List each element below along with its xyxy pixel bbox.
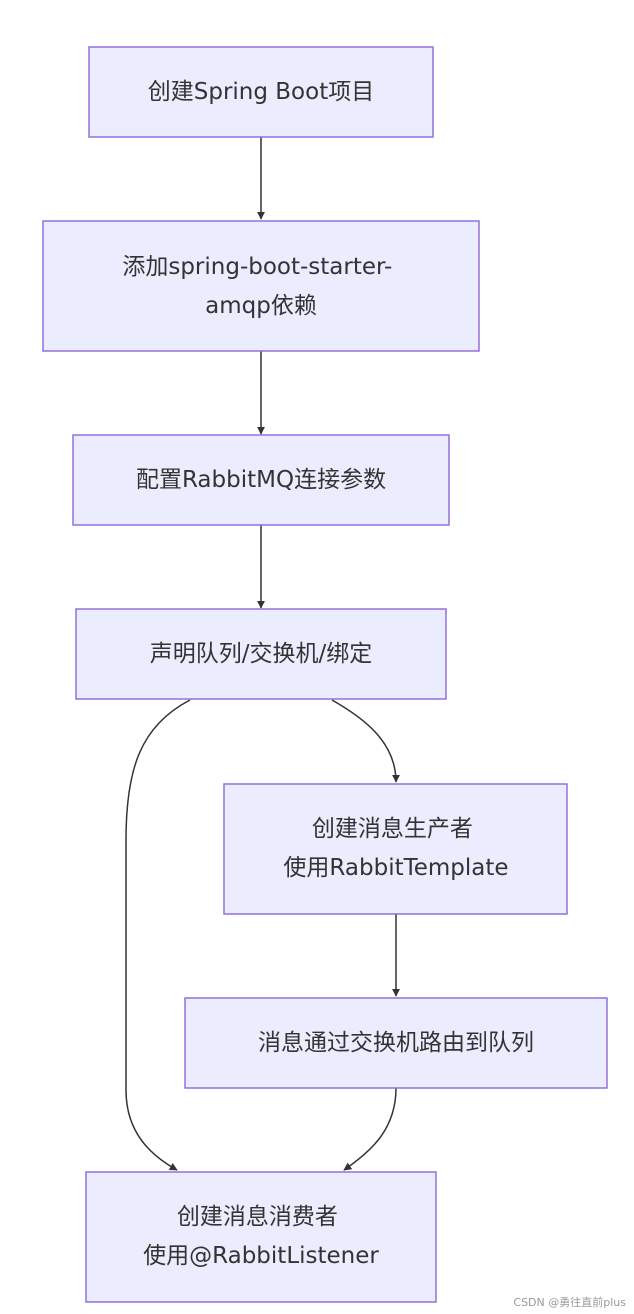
node-add-dependency-label: 添加spring-boot-starter- amqp依赖 bbox=[122, 254, 399, 319]
edges bbox=[125, 137, 400, 1171]
node-add-dependency-line-2: amqp依赖 bbox=[205, 293, 317, 319]
node-add-dependency: 添加spring-boot-starter- amqp依赖 bbox=[42, 220, 480, 352]
edge-route-message-to-create-consumer bbox=[343, 1087, 397, 1171]
node-configure-connection-label: 配置RabbitMQ连接参数 bbox=[136, 467, 386, 493]
node-create-producer-line-1: 创建消息生产者 bbox=[312, 816, 473, 842]
node-create-consumer-line-1: 创建消息消费者 bbox=[177, 1204, 338, 1230]
edge-declare-bindings-to-create-consumer bbox=[125, 699, 191, 1171]
node-create-producer-line-2: 使用RabbitTemplate bbox=[283, 855, 508, 881]
node-declare-bindings: 声明队列/交换机/绑定 bbox=[75, 608, 447, 700]
node-create-consumer-line-2: 使用@RabbitListener bbox=[143, 1243, 379, 1269]
node-declare-bindings-line-1: 声明队列/交换机/绑定 bbox=[150, 641, 373, 667]
node-create-project-line-1: 创建Spring Boot项目 bbox=[148, 79, 374, 105]
node-create-project: 创建Spring Boot项目 bbox=[88, 46, 434, 138]
node-create-producer: 创建消息生产者 使用RabbitTemplate bbox=[223, 783, 568, 915]
node-configure-connection: 配置RabbitMQ连接参数 bbox=[72, 434, 450, 526]
node-route-message-label: 消息通过交换机路由到队列 bbox=[258, 1030, 534, 1056]
watermark: CSDN @勇往直前plus bbox=[513, 1296, 626, 1309]
node-create-producer-label: 创建消息生产者 使用RabbitTemplate bbox=[283, 816, 508, 881]
node-create-consumer: 创建消息消费者 使用@RabbitListener bbox=[85, 1171, 437, 1303]
node-route-message-line-1: 消息通过交换机路由到队列 bbox=[258, 1030, 534, 1056]
node-route-message: 消息通过交换机路由到队列 bbox=[184, 997, 608, 1089]
node-add-dependency-line-1: 添加spring-boot-starter- bbox=[122, 254, 392, 280]
node-create-project-label: 创建Spring Boot项目 bbox=[148, 79, 374, 105]
node-declare-bindings-label: 声明队列/交换机/绑定 bbox=[150, 641, 373, 667]
edge-declare-bindings-to-create-producer bbox=[331, 699, 400, 783]
node-create-consumer-label: 创建消息消费者 使用@RabbitListener bbox=[143, 1204, 379, 1269]
node-configure-connection-line-1: 配置RabbitMQ连接参数 bbox=[136, 467, 386, 493]
